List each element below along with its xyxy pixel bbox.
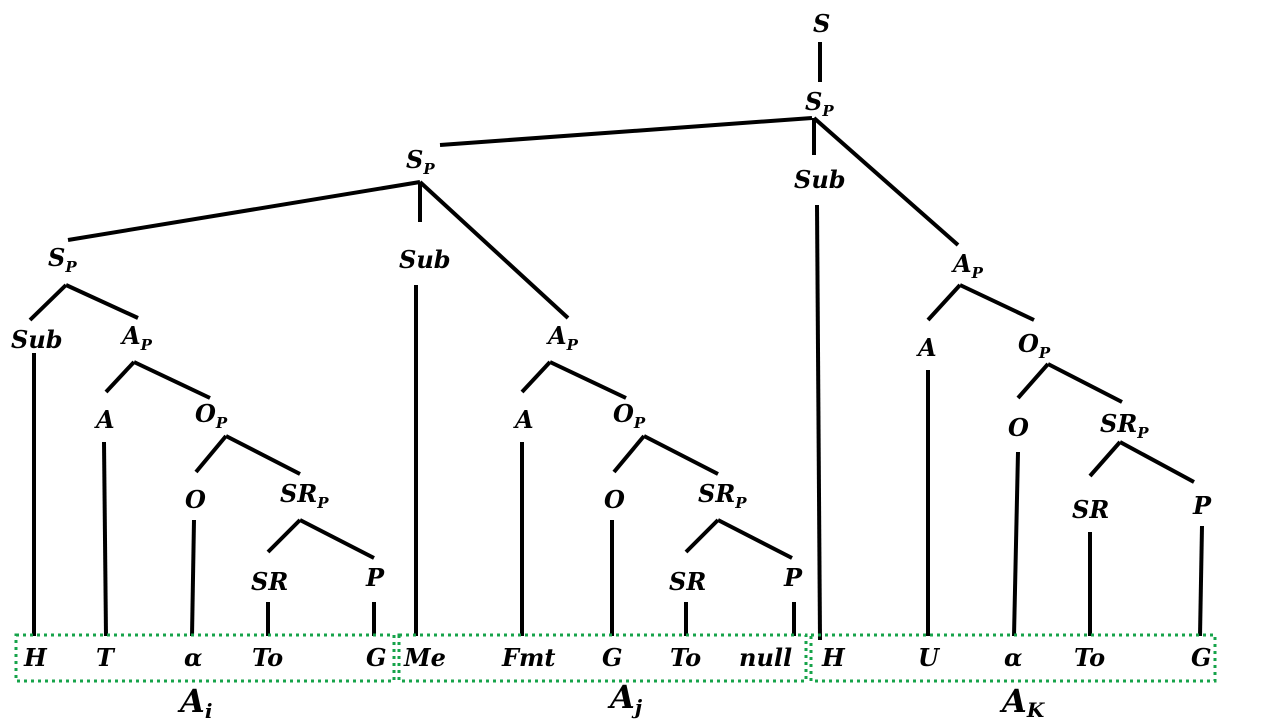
edge-sp3-sub bbox=[28, 283, 68, 322]
edge-sp3-ap bbox=[65, 283, 139, 320]
node-p-mid: P bbox=[783, 563, 803, 592]
edge-srp-sr-right bbox=[1088, 440, 1122, 478]
node-sp2: SP bbox=[406, 145, 435, 178]
node-sr-left: SR bbox=[251, 567, 288, 596]
node-op-right: OP bbox=[1018, 329, 1051, 362]
node-sub-mid: Sub bbox=[399, 245, 451, 274]
tree-edges bbox=[28, 42, 1204, 641]
group-label-ai: Ai bbox=[177, 682, 212, 720]
leaf-item: α bbox=[1004, 643, 1022, 672]
node-srp-left: SRP bbox=[280, 479, 329, 512]
node-sp1: SP bbox=[805, 87, 834, 120]
edge-op-srp-right bbox=[1047, 362, 1123, 404]
node-sub-left: Sub bbox=[11, 325, 63, 354]
edge-ap-op-mid bbox=[549, 360, 627, 400]
group-box-ak bbox=[809, 633, 1217, 683]
leaf-item: U bbox=[918, 643, 941, 672]
leaf-item: Fmt bbox=[501, 643, 556, 672]
group-labels: Ai Aj AK bbox=[177, 678, 1046, 720]
leaf-item: To bbox=[1074, 643, 1105, 672]
leaf-item: To bbox=[252, 643, 283, 672]
edge-sp2-ap-mid bbox=[418, 180, 570, 320]
edge-a-t bbox=[102, 441, 108, 637]
leaf-item: To bbox=[670, 643, 701, 672]
node-ap-left: AP bbox=[120, 321, 153, 354]
edge-srp-p-left bbox=[299, 518, 375, 560]
node-sr-right: SR bbox=[1072, 495, 1109, 524]
edge-srp-p-right bbox=[1119, 440, 1195, 484]
edge-ap-op-left bbox=[133, 360, 211, 400]
leaf-item: H bbox=[821, 643, 846, 672]
node-ap-right: AP bbox=[951, 249, 984, 282]
group-box-aj bbox=[397, 633, 808, 683]
node-a-mid: A bbox=[513, 405, 534, 434]
edge-o-alpha-right bbox=[1012, 451, 1020, 637]
edge-op-o-left bbox=[194, 434, 228, 474]
edge-sub-h-right bbox=[815, 204, 822, 641]
edge-srp-sr-mid bbox=[684, 518, 720, 554]
edge-o-alpha bbox=[190, 519, 196, 637]
edge-ap-a-left bbox=[104, 360, 136, 394]
node-srp-mid: SRP bbox=[698, 479, 747, 512]
leaf-item: G bbox=[602, 643, 623, 672]
node-ap-mid: AP bbox=[546, 321, 579, 354]
group-label-aj: Aj bbox=[607, 678, 643, 719]
node-a-right: A bbox=[916, 333, 937, 362]
edge-sp1-sp2 bbox=[439, 116, 813, 147]
node-o-mid: O bbox=[604, 485, 625, 514]
edge-ap-a-mid bbox=[520, 360, 552, 394]
edge-srp-sr-left bbox=[266, 518, 302, 554]
node-p-right: P bbox=[1192, 491, 1212, 520]
edge-op-o-mid bbox=[612, 434, 646, 474]
leaf-item: null bbox=[739, 643, 792, 672]
node-a-left: A bbox=[94, 405, 115, 434]
leaf-item: α bbox=[184, 643, 202, 672]
leaf-item: G bbox=[1191, 643, 1212, 672]
edge-ap-a-right bbox=[926, 283, 962, 322]
node-o-left: O bbox=[185, 485, 206, 514]
leaf-item: H bbox=[23, 643, 48, 672]
edge-op-srp-mid bbox=[643, 434, 719, 476]
node-root: S bbox=[813, 9, 830, 38]
group-boxes bbox=[14, 633, 1217, 683]
node-o-right: O bbox=[1008, 413, 1029, 442]
node-sp3: SP bbox=[48, 243, 77, 276]
leaf-item: Me bbox=[403, 643, 446, 672]
edge-p-g-right bbox=[1198, 525, 1204, 637]
group-label-ak: AK bbox=[999, 682, 1046, 720]
leaf-row: H T α To G Me Fmt G To null H U α To G bbox=[23, 643, 1212, 672]
node-sr-mid: SR bbox=[669, 567, 706, 596]
tree-nodes: S SP SP Sub SP Sub AP Sub AP AP A OP A O… bbox=[11, 9, 1212, 596]
group-box-ai bbox=[14, 633, 396, 683]
node-op-mid: OP bbox=[613, 399, 646, 432]
node-p-left: P bbox=[365, 563, 385, 592]
edge-ap-op-right bbox=[959, 283, 1035, 322]
leaf-item: T bbox=[96, 643, 116, 672]
edge-srp-p-mid bbox=[717, 518, 793, 560]
node-srp-right: SRP bbox=[1100, 409, 1149, 442]
edge-sp2-sp3 bbox=[67, 180, 421, 242]
edge-op-o-right bbox=[1016, 362, 1050, 400]
node-sub-top: Sub bbox=[794, 165, 846, 194]
edge-op-srp-left bbox=[225, 434, 301, 476]
leaf-item: G bbox=[366, 643, 387, 672]
node-op-left: OP bbox=[195, 399, 228, 432]
edge-sp1-ap-right bbox=[812, 116, 960, 247]
